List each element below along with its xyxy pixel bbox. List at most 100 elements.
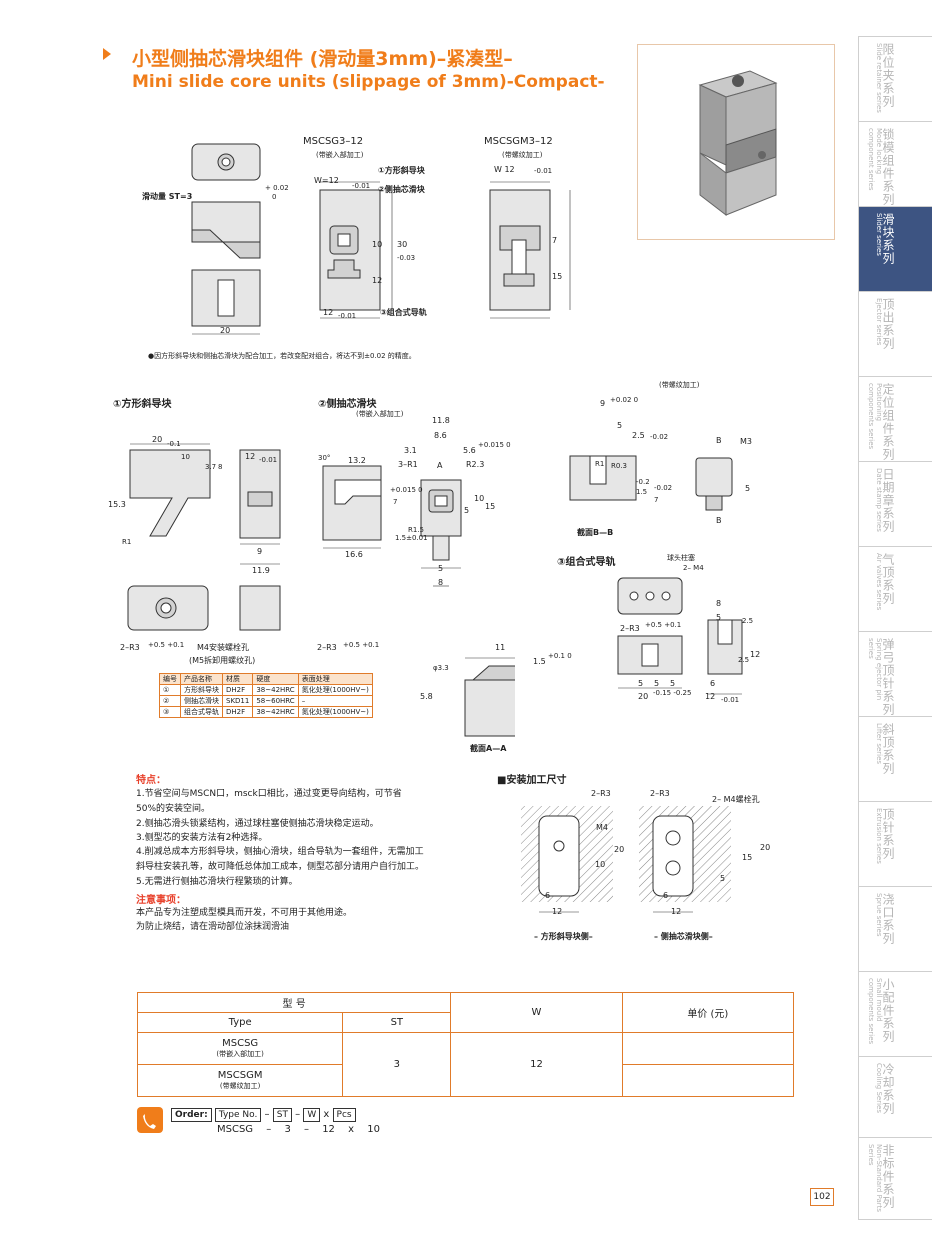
dim-10: 10 <box>372 240 383 249</box>
sidebar-item-sublabel: Slider series <box>875 213 883 256</box>
mscsg-note: (带嵌入部加工) <box>316 151 364 159</box>
stroke-tol-zero: 0 <box>272 193 277 201</box>
install-left-m4: M4 <box>596 823 608 832</box>
sidebar-item-sublabel: Positioning components series <box>867 383 883 450</box>
sidebar-item-small-components[interactable]: 小配件系列 Small mould components series <box>859 972 932 1057</box>
dim-20: 20 <box>220 326 231 335</box>
guide-d3-7: 3.7 <box>205 463 217 471</box>
bb-mark-bottom: B <box>716 516 722 525</box>
ball-plunger-label: 球头柱塞 <box>667 554 695 562</box>
dim-15: 15 <box>552 272 563 281</box>
sidebar-item-extrusion[interactable]: 顶针系列 Extrusion series <box>859 802 932 887</box>
slider-section-mark-a: A <box>437 461 443 470</box>
sidebar-item-slider[interactable]: 滑块系列 Slider series <box>859 207 932 292</box>
bb-d5: 5 <box>617 421 623 430</box>
mat-cell: ② <box>159 695 181 707</box>
table-row: ① 方形斜导块 DH2F 38~42HRC 氮化处理(1000HV~) <box>159 684 373 696</box>
sidebar-item-sublabel: Sprue series <box>875 893 883 937</box>
type-cell-mscsg: MSCSG (带嵌入部加工) <box>136 1032 344 1065</box>
sidebar-item-spring-ejector[interactable]: 弹弓顶针系列 Spring ejector pin series <box>859 632 932 717</box>
bb-m3: M3 <box>740 437 752 446</box>
sidebar-item-date-stamp[interactable]: 日期章系列 Date stamp series <box>859 462 932 547</box>
sidebar-item-label: 弹弓顶针系列 <box>881 638 895 716</box>
rail-drawing <box>617 577 743 695</box>
install-right-m4: 2– M4螺栓孔 <box>712 795 760 804</box>
slider-d7: 7 <box>393 498 398 506</box>
material-table: 编号 产品名称 材质 硬度 表面处理 ① 方形斜导块 DH2F 38~42HRC… <box>159 673 373 718</box>
sidebar-item-positioning[interactable]: 定位组件系列 Positioning components series <box>859 377 932 462</box>
w-header: W <box>450 992 623 1033</box>
title-arrow-icon <box>103 48 111 60</box>
sidebar-item-label: 浇口系列 <box>881 893 895 945</box>
bb-d1-5: 1.5 <box>636 488 648 496</box>
install-left-d6: 6 <box>545 891 551 900</box>
sidebar-item-sprue[interactable]: 浇口系列 Sprue series <box>859 887 932 972</box>
install-right-caption: – 侧抽芯滑块侧– <box>654 932 713 941</box>
type-mscsg-note: (带嵌入部加工) <box>216 1050 264 1058</box>
dim-30-tol: -0.03 <box>397 254 416 262</box>
guide-d11-9: 11.9 <box>252 566 270 575</box>
order-value-st: 3 <box>284 1124 291 1135</box>
install-left-d20: 20 <box>614 845 625 854</box>
mat-cell: DH2F <box>221 706 254 718</box>
dim-30: 30 <box>397 240 408 249</box>
sidebar-item-ejector[interactable]: 顶出系列 Ejector series <box>859 292 932 377</box>
type-cell-mscsgm: MSCSGM (带螺纹加工) <box>136 1064 344 1097</box>
slider-d5: 5 <box>464 506 470 515</box>
sidebar-item-label: 气顶系列 <box>881 553 895 605</box>
sidebar-item-non-standard[interactable]: 非标件系列 Non-Standard Parts Series <box>859 1138 932 1218</box>
feature-item: 50%的安装空间。 <box>136 804 211 814</box>
slider-d13-2: 13.2 <box>348 456 366 465</box>
order-format: Order: Type No. – ST – W x Pcs <box>171 1108 356 1122</box>
callout-part3: ③组合式导轨 <box>380 308 427 317</box>
section2-title: ②侧抽芯滑块 <box>318 399 377 410</box>
sidebar-item-air-valves[interactable]: 气顶系列 Air valves series <box>859 547 932 632</box>
section3-title: ③组合式导轨 <box>557 557 616 568</box>
mat-header-material: 材质 <box>221 673 254 685</box>
guide-d12-tol: -0.01 <box>259 456 278 464</box>
order-field-w: W <box>303 1108 321 1122</box>
sidebar-item-label: 定位组件系列 <box>881 383 895 461</box>
slider-d1-5b: 1.5 <box>533 657 546 666</box>
rail-r3: 2–R3 <box>620 624 640 633</box>
install-right-r3: 2–R3 <box>650 789 670 798</box>
feature-item: 3.侧型芯的安装方法有2种选择。 <box>136 833 268 843</box>
sidebar-item-slide-retainer[interactable]: 限位夹系列 Slide retainer series <box>859 37 932 122</box>
rail-d12b: 12 <box>705 692 716 701</box>
feature-item: 5.无需进行侧抽芯滑块行程繁琐的计算。 <box>136 877 298 887</box>
w-tol-2: -0.01 <box>534 167 553 175</box>
mat-cell: 38~42HRC <box>252 706 299 718</box>
rail-d2-5b: 2.5 <box>738 656 750 664</box>
rail-d20-tol: -0.15 -0.25 <box>653 689 692 697</box>
sidebar-item-lifter[interactable]: 斜顶系列 Lifter series <box>859 717 932 802</box>
page-title-cn: 小型侧抽芯滑块组件 (滑动量3mm)–紧凑型– <box>132 48 513 70</box>
guide-d15-3: 15.3 <box>108 500 126 509</box>
guide-d10: 10 <box>181 453 190 461</box>
rail-d12b-tol: -0.01 <box>721 696 740 704</box>
bb-d9-tol: +0.02 0 <box>610 396 639 404</box>
slider-d8b: 8 <box>438 578 444 587</box>
sidebar-item-sublabel: Ejector series <box>875 298 883 346</box>
install-left-caption: – 方形斜导块侧– <box>534 932 593 941</box>
sidebar-item-label: 斜顶系列 <box>881 723 895 775</box>
feature-item: 4.削减总成本方形斜导块，侧抽心滑块，组合导轨为一套组件，无需加工 <box>136 847 424 857</box>
order-example: MSCSG – 3 – 12 x 10 <box>217 1124 380 1135</box>
install-left-d12: 12 <box>552 907 563 916</box>
bb-mark-top: B <box>716 436 722 445</box>
bb-d7: 7 <box>654 496 659 504</box>
sidebar-item-mode-locking[interactable]: 锁模组件系列 Mode locking component series <box>859 122 932 207</box>
order-field-pcs: Pcs <box>332 1108 356 1122</box>
bb-d1-5-tol: -0.2 <box>636 478 650 486</box>
mat-cell: 侧抽芯滑块 <box>180 695 223 707</box>
rail-d5a: 5 <box>638 679 644 688</box>
order-times: x <box>323 1109 330 1120</box>
sidebar-item-cooling[interactable]: 冷却系列 Cooling Series <box>859 1057 932 1138</box>
guide-r1: R1 <box>122 538 132 546</box>
sidebar-item-sublabel: Lifter series <box>875 723 883 765</box>
mat-cell: SKD11 <box>221 695 254 707</box>
price-table: 型 号 W 单价 (元) Type ST MSCSG (带嵌入部加工) 3 12… <box>136 992 795 1097</box>
sidebar-item-label: 锁模组件系列 <box>881 128 895 206</box>
order-sep: – <box>295 1109 301 1120</box>
sidebar-item-label: 限位夹系列 <box>881 43 895 108</box>
rail-r3-tol: +0.5 +0.1 <box>645 621 682 629</box>
